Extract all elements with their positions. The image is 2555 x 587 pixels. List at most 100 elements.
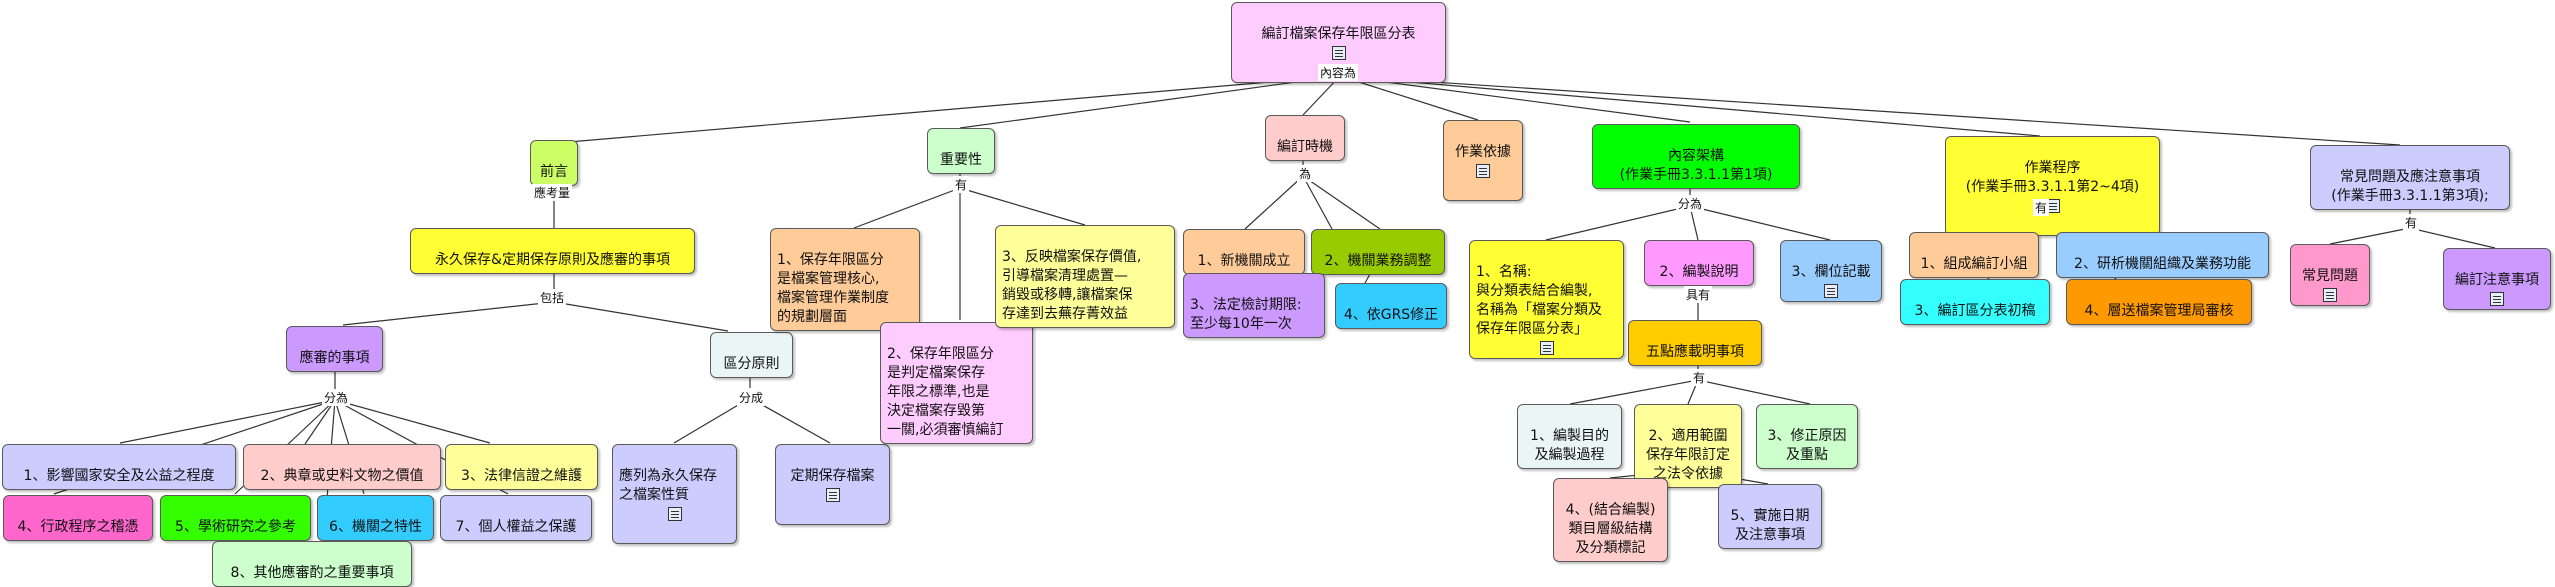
document-icon xyxy=(825,488,840,502)
node-content[interactable]: 內容架構 (作業手冊3.3.1.1第1項) xyxy=(1592,124,1800,189)
node-f2-label: 2、適用範圍 保存年限訂定 之法令依據 xyxy=(1646,428,1730,482)
node-m5[interactable]: 5、學術研究之參考 xyxy=(160,495,311,541)
node-t2[interactable]: 2、機關業務調整 xyxy=(1311,229,1445,275)
node-imp1[interactable]: 1、保存年限區分 是檔案管理核心, 檔案管理作業制度 的規劃層面 xyxy=(770,228,920,331)
node-p4[interactable]: 4、層送檔案管理局審核 xyxy=(2066,279,2252,325)
node-m3-label: 3、法律信證之維護 xyxy=(461,468,582,484)
node-imp2-label: 2、保存年限區分 是判定檔案保存 年限之標準,也是 決定檔案存毀第 一關,必須審… xyxy=(887,346,1004,438)
node-m8-label: 8、其他應審酌之重要事項 xyxy=(230,565,394,581)
label-should-consider: 應考量 xyxy=(532,184,573,201)
document-icon xyxy=(667,507,682,521)
node-m6[interactable]: 6、機關之特性 xyxy=(317,495,434,541)
label-for: 為 xyxy=(1297,165,1314,182)
node-q1[interactable]: 常見問題 xyxy=(2290,244,2370,306)
node-m4[interactable]: 4、行政程序之稽憑 xyxy=(3,495,153,541)
node-p2[interactable]: 2、研析機關組織及業務功能 xyxy=(2056,232,2269,278)
node-f5[interactable]: 5、實施日期 及注意事項 xyxy=(1718,484,1822,549)
node-imp1-label: 1、保存年限區分 是檔案管理核心, 檔案管理作業制度 的規劃層面 xyxy=(777,252,889,325)
document-icon xyxy=(2323,288,2337,302)
node-m2[interactable]: 2、典章或史料文物之價值 xyxy=(243,444,441,490)
node-f4-label: 4、(結合編製) 類目層級結構 及分類標記 xyxy=(1565,502,1656,556)
node-f2[interactable]: 2、適用範圍 保存年限訂定 之法令依據 xyxy=(1634,404,1742,488)
node-f5-label: 5、實施日期 及注意事項 xyxy=(1730,508,1810,543)
node-q2-label: 編訂注意事項 xyxy=(2455,272,2539,288)
node-f1[interactable]: 1、編製目的 及編製過程 xyxy=(1517,404,1622,469)
node-f4[interactable]: 4、(結合編製) 類目層級結構 及分類標記 xyxy=(1553,478,1668,562)
node-c1[interactable]: 1、名稱: 與分類表結合編製, 名稱為「檔案分類及 保存年限區分表」 xyxy=(1469,240,1624,359)
node-q2[interactable]: 編訂注意事項 xyxy=(2443,248,2551,310)
node-five[interactable]: 五點應載明事項 xyxy=(1628,320,1762,366)
node-matters-label: 應審的事項 xyxy=(299,350,370,366)
node-principles-title[interactable]: 永久保存&定期保存原則及應審的事項 xyxy=(410,228,695,274)
node-m1[interactable]: 1、影響國家安全及公益之程度 xyxy=(2,444,236,490)
node-m7[interactable]: 7、個人權益之保護 xyxy=(440,495,592,541)
label-has: 有 xyxy=(953,176,970,193)
node-m4-label: 4、行政程序之稽憑 xyxy=(17,519,139,535)
node-p3[interactable]: 3、編訂區分表初稿 xyxy=(1900,279,2050,325)
node-imp3-label: 3、反映檔案保存價值, 引導檔案清理處置— 銷毀或移轉,讓檔案保 存達到去蕪存菁… xyxy=(1002,249,1142,322)
node-f3[interactable]: 3、修正原因 及重點 xyxy=(1756,404,1858,469)
node-procedure[interactable]: 作業程序 (作業手冊3.3.1.1第2~4項) xyxy=(1945,136,2160,236)
node-t3[interactable]: 3、法定檢討期限: 至少每10年一次 xyxy=(1183,273,1325,338)
node-imp3[interactable]: 3、反映檔案保存價值, 引導檔案清理處置— 銷毀或移轉,讓檔案保 存達到去蕪存菁… xyxy=(995,225,1175,328)
document-icon xyxy=(1539,341,1554,355)
node-m2-label: 2、典章或史料文物之價值 xyxy=(260,468,424,484)
node-five-label: 五點應載明事項 xyxy=(1646,344,1744,360)
label-divided-as: 分為 xyxy=(322,389,351,406)
node-m7-label: 7、個人權益之保護 xyxy=(455,519,577,535)
node-matters[interactable]: 應審的事項 xyxy=(286,326,383,372)
node-p4-label: 4、層送檔案管理局審核 xyxy=(2084,303,2234,319)
node-q1-label: 常見問題 xyxy=(2302,268,2358,284)
node-m3[interactable]: 3、法律信證之維護 xyxy=(445,444,598,490)
node-p1[interactable]: 1、組成編訂小組 xyxy=(1909,232,2039,278)
node-p1-label: 1、組成編訂小組 xyxy=(1920,256,2028,272)
node-basis[interactable]: 作業依據 xyxy=(1443,120,1523,201)
node-fixed[interactable]: 定期保存檔案 xyxy=(775,444,890,525)
node-t2-label: 2、機關業務調整 xyxy=(1324,253,1432,269)
node-importance[interactable]: 重要性 xyxy=(927,128,995,174)
document-icon xyxy=(1331,46,1346,60)
document-icon xyxy=(2490,292,2504,306)
node-c3-label: 3、欄位記載 xyxy=(1791,264,1871,280)
node-t4[interactable]: 4、依GRS修正 xyxy=(1335,283,1447,329)
node-c2-label: 2、編製說明 xyxy=(1659,264,1739,280)
label-divided-into: 分成 xyxy=(737,389,766,406)
label-has-3: 有 xyxy=(1691,369,1708,386)
node-fixed-label: 定期保存檔案 xyxy=(790,468,875,484)
node-zone-principle[interactable]: 區分原則 xyxy=(710,332,793,378)
node-m1-label: 1、影響國家安全及公益之程度 xyxy=(23,468,215,484)
label-has-4: 有 xyxy=(2033,199,2050,216)
node-preface-label: 前言 xyxy=(540,164,568,180)
node-content-label: 內容架構 (作業手冊3.3.1.1第1項) xyxy=(1619,148,1773,183)
node-c3[interactable]: 3、欄位記載 xyxy=(1780,240,1882,302)
node-m5-label: 5、學術研究之參考 xyxy=(175,519,296,535)
label-includes: 包括 xyxy=(538,289,567,306)
node-permanent[interactable]: 應列為永久保存 之檔案性質 xyxy=(612,444,737,544)
node-t1[interactable]: 1、新機關成立 xyxy=(1183,229,1305,275)
label-divided-as-2: 分為 xyxy=(1676,195,1705,212)
node-p2-label: 2、研析機關組織及業務功能 xyxy=(2074,256,2251,272)
node-faq[interactable]: 常見問題及應注意事項 (作業手冊3.3.1.1第3項); xyxy=(2310,145,2510,210)
root-label: 編訂檔案保存年限區分表 xyxy=(1261,26,1416,42)
node-c2[interactable]: 2、編製說明 xyxy=(1644,240,1754,286)
node-f3-label: 3、修正原因 及重點 xyxy=(1767,428,1847,463)
node-timing-label: 編訂時機 xyxy=(1277,139,1333,155)
node-timing[interactable]: 編訂時機 xyxy=(1265,115,1345,161)
label-has-2: 具有 xyxy=(1684,286,1713,303)
node-preface[interactable]: 前言 xyxy=(530,140,578,186)
document-icon xyxy=(1824,284,1838,298)
document-icon xyxy=(1476,164,1490,178)
node-basis-label: 作業依據 xyxy=(1455,144,1511,160)
node-importance-label: 重要性 xyxy=(940,152,982,168)
node-c1-label: 1、名稱: 與分類表結合編製, 名稱為「檔案分類及 保存年限區分表」 xyxy=(1476,264,1602,337)
node-m8[interactable]: 8、其他應審酌之重要事項 xyxy=(212,541,412,587)
label-has-5: 有 xyxy=(2403,214,2420,231)
node-f1-label: 1、編製目的 及編製過程 xyxy=(1530,428,1609,463)
node-t1-label: 1、新機關成立 xyxy=(1197,253,1291,269)
node-permanent-label: 應列為永久保存 之檔案性質 xyxy=(619,468,717,503)
node-faq-label: 常見問題及應注意事項 (作業手冊3.3.1.1第3項); xyxy=(2331,169,2489,204)
node-t3-label: 3、法定檢討期限: 至少每10年一次 xyxy=(1190,297,1302,332)
node-imp2[interactable]: 2、保存年限區分 是判定檔案保存 年限之標準,也是 決定檔案存毀第 一關,必須審… xyxy=(880,322,1033,444)
node-procedure-label: 作業程序 (作業手冊3.3.1.1第2~4項) xyxy=(1965,160,2140,195)
node-t4-label: 4、依GRS修正 xyxy=(1343,307,1439,323)
